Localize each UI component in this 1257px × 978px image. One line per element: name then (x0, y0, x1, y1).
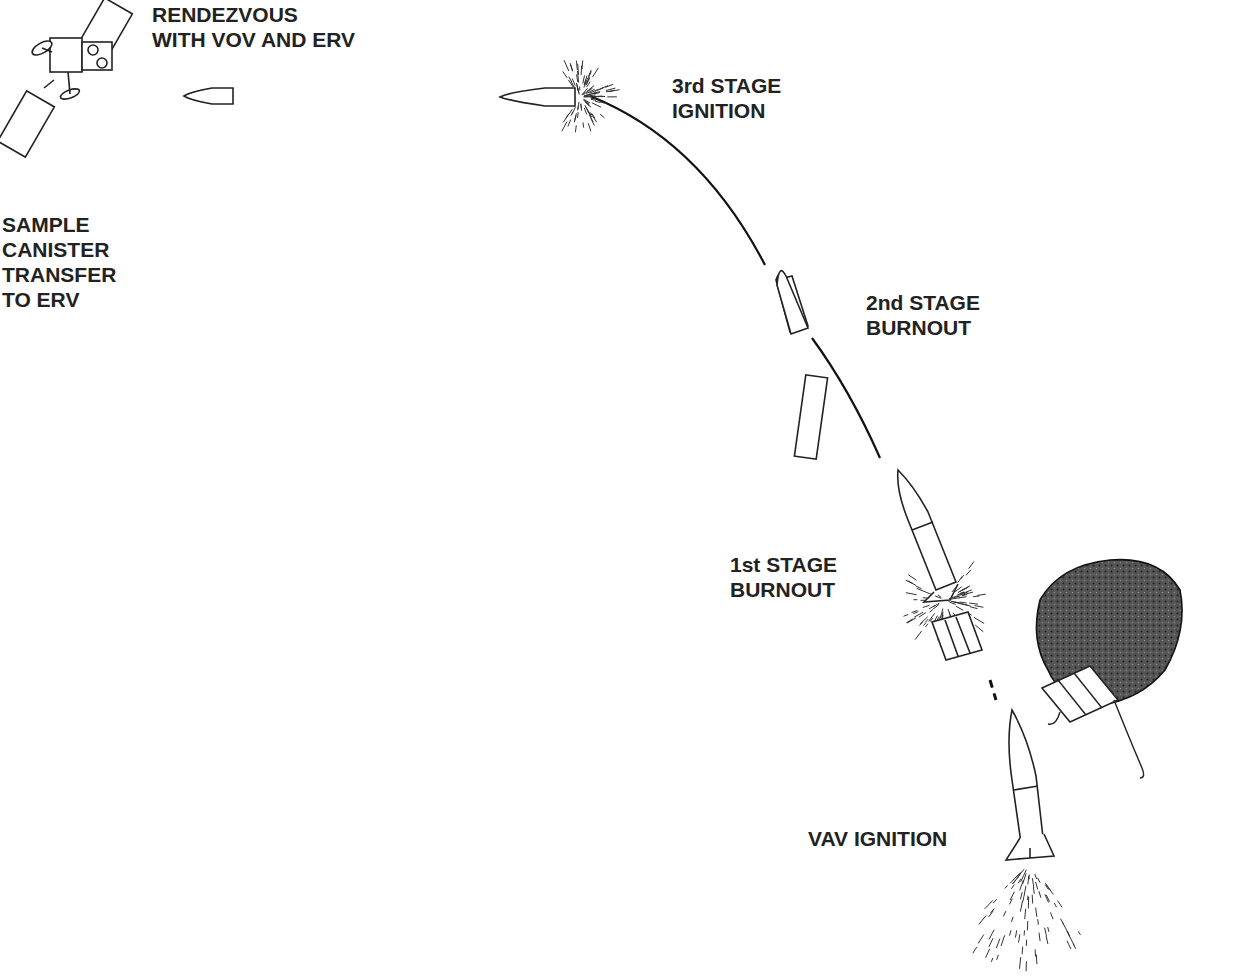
trajectory-dash (990, 680, 996, 700)
second-stage (777, 271, 808, 334)
third-stage (500, 88, 575, 106)
stage-label: 1st STAGE BURNOUT (730, 552, 837, 602)
lander (1036, 560, 1182, 778)
third-stage-docking (184, 88, 233, 104)
stage-label: VAV IGNITION (808, 826, 947, 851)
vav-rocket (1006, 710, 1054, 860)
spent-first-stage (932, 612, 982, 660)
stage-label: 2nd STAGE BURNOUT (866, 290, 980, 340)
stage-label: RENDEZVOUS WITH VOV AND ERV (152, 2, 355, 52)
rocket-first-burnout (898, 470, 958, 602)
spent-casing (794, 375, 827, 459)
stage-label: SAMPLE CANISTER TRANSFER TO ERV (2, 212, 116, 312)
orbiter-spacecraft (0, 0, 132, 157)
stage-label: 3rd STAGE IGNITION (672, 73, 781, 123)
exhaust-plume (562, 60, 620, 132)
exhaust-plume (973, 869, 1081, 971)
